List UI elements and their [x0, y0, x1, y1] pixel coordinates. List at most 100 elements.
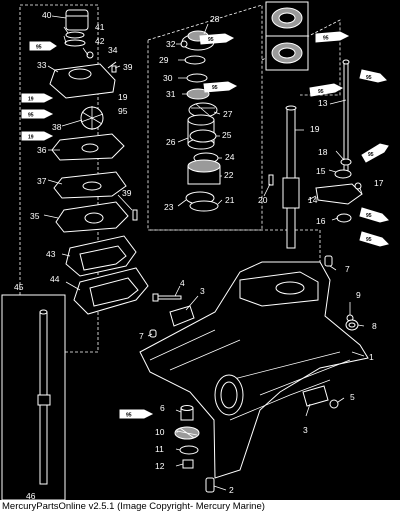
- bolt-4: [152, 293, 182, 302]
- plate-35: [55, 201, 129, 233]
- tube-95-i-label: 95: [366, 213, 372, 219]
- callout-3-top: 3: [200, 286, 205, 296]
- callout-33: 33: [37, 60, 47, 70]
- gasket-44: [73, 267, 149, 315]
- callout-13: 13: [318, 98, 328, 108]
- tube-95-k-label: 95: [126, 413, 132, 419]
- callout-22: 22: [224, 170, 234, 180]
- callout-15: 15: [316, 166, 326, 176]
- key-20: [268, 174, 274, 186]
- callout-25: 25: [222, 130, 232, 140]
- tube-95-k: 95: [119, 409, 154, 419]
- tube-95-h-label: 95: [368, 152, 374, 158]
- tube-95-a: 95: [29, 41, 57, 51]
- plug-34: [86, 51, 94, 59]
- tube-95-a-label: 95: [36, 45, 42, 51]
- tube-19-a: 19: [21, 93, 54, 103]
- callout-7-left: 7: [139, 331, 144, 341]
- callout-37: 37: [37, 176, 47, 186]
- inset-box-45: [1, 294, 66, 500]
- tube-95-e: 95: [315, 31, 350, 43]
- callout-16: 16: [316, 216, 326, 226]
- callout-17: 17: [374, 178, 384, 188]
- callout-34: 34: [108, 45, 118, 55]
- callout-42: 42: [95, 36, 105, 46]
- oring-16: [336, 213, 352, 223]
- plug-7-top: [324, 255, 333, 267]
- callout-21: 21: [225, 195, 235, 205]
- callout-40: 40: [42, 10, 52, 20]
- insert-3-top: [169, 305, 195, 327]
- tube-95-g: 95: [359, 69, 387, 83]
- callout-23: 23: [164, 202, 174, 212]
- callout-30: 30: [163, 73, 173, 83]
- gear-housing-exploded-diagram: 95 95 19 95 19 95 95 95 95 95 95 95: [1, 1, 389, 500]
- callout-8: 8: [372, 321, 377, 331]
- callout-39-top: 39: [123, 62, 133, 72]
- tube-19-b: 19: [21, 131, 54, 141]
- bearing-22: [187, 159, 221, 185]
- callout-6: 6: [160, 403, 165, 413]
- callout-4: 4: [180, 278, 185, 288]
- tube-95-h: 95: [361, 143, 389, 163]
- ring-21: [189, 200, 219, 212]
- callout-19-left: 19: [118, 92, 128, 102]
- callout-32: 32: [166, 39, 176, 49]
- callout-41: 41: [95, 22, 105, 32]
- impeller-38: [80, 106, 104, 130]
- pinion-gear-27: [188, 102, 218, 118]
- gasket-37: [53, 171, 127, 199]
- screw-39-lower: [132, 209, 138, 221]
- cam-15: [334, 169, 352, 179]
- callout-31: 31: [166, 89, 176, 99]
- callout-1: 1: [369, 352, 374, 362]
- tube-95-d-label: 95: [212, 85, 218, 91]
- callout-43: 43: [46, 249, 56, 259]
- callout-14: 14: [308, 195, 318, 205]
- callout-95-left: 95: [118, 106, 128, 116]
- pump-base-40: [65, 9, 89, 31]
- callout-24: 24: [225, 152, 235, 162]
- callout-35: 35: [30, 211, 40, 221]
- callout-2: 2: [229, 485, 234, 495]
- oring-29: [184, 55, 206, 65]
- tube-95-j: 95: [359, 231, 389, 247]
- pinion-gear-10: [174, 426, 200, 440]
- tube-95-b: 95: [199, 33, 235, 45]
- plug-5: [329, 399, 339, 409]
- tube-95-d: 95: [203, 81, 238, 93]
- seal-41: [65, 31, 85, 39]
- tube-19-b-label: 19: [28, 135, 34, 141]
- gasket-43: [65, 235, 137, 277]
- insert-3-bottom: [302, 385, 329, 407]
- tube-95-f-label: 95: [318, 89, 324, 95]
- tube-19-a-label: 19: [28, 97, 34, 103]
- callout-29: 29: [159, 55, 169, 65]
- tube-95-f: 95: [309, 83, 344, 97]
- tube-95-c-label: 95: [28, 113, 34, 119]
- bushing-18: [340, 158, 352, 166]
- nut-12: [182, 459, 194, 469]
- face-plate-36: [51, 133, 125, 161]
- callout-12: 12: [155, 461, 165, 471]
- bearing-6: [180, 405, 194, 421]
- tube-95-j-label: 95: [366, 237, 372, 243]
- callout-45: 45: [14, 282, 24, 292]
- callout-7-top: 7: [345, 264, 350, 274]
- screw-39-top: [111, 65, 117, 73]
- callout-20: 20: [258, 195, 268, 205]
- callout-18: 18: [318, 147, 328, 157]
- gear-housing-1: [139, 261, 369, 479]
- callout-9: 9: [356, 290, 361, 300]
- callout-3-bottom: 3: [303, 425, 308, 435]
- callout-39-lower: 39: [122, 188, 132, 198]
- tube-95-i: 95: [359, 207, 389, 223]
- tube-95-e-label: 95: [323, 36, 329, 42]
- oring-42: [64, 39, 86, 47]
- callout-10: 10: [155, 427, 165, 437]
- copyright-footer: MercuryPartsOnline v2.5.1 (Image Copyrig…: [0, 500, 400, 513]
- driveshaft-19: [282, 105, 300, 249]
- bearing-cup-25: [189, 129, 217, 143]
- tube-95-b-label: 95: [208, 37, 214, 43]
